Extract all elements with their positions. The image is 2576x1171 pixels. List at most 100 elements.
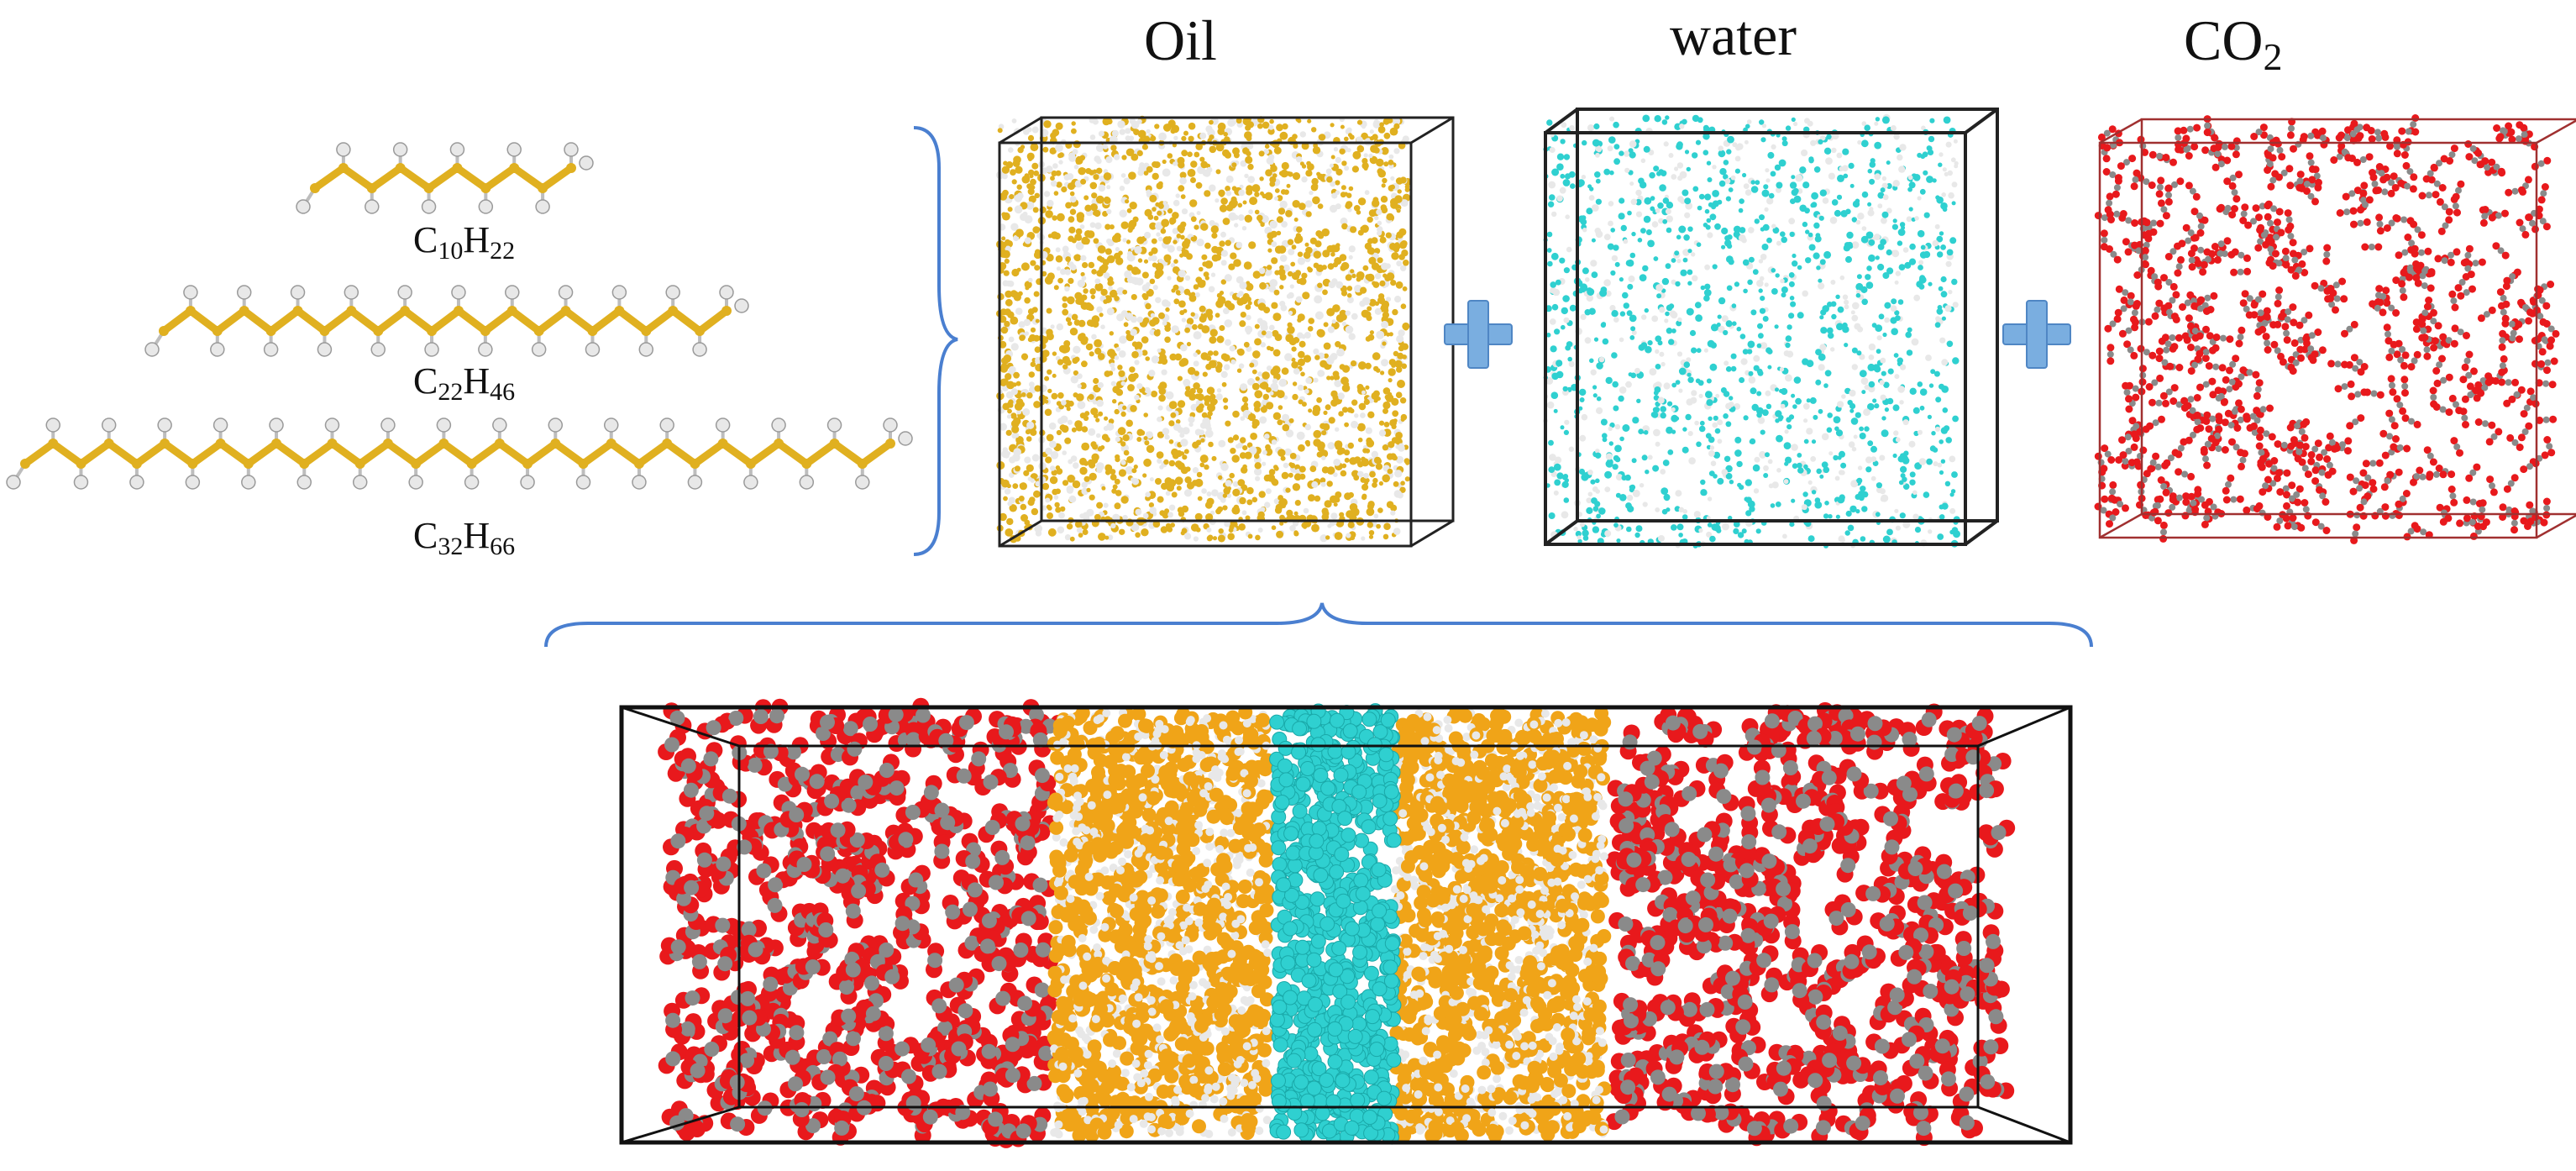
particle — [1395, 242, 1399, 246]
particle — [1739, 234, 1746, 242]
particle — [1885, 407, 1889, 412]
particle — [1011, 426, 1019, 433]
particle — [1349, 457, 1356, 465]
particle — [1209, 185, 1216, 192]
oxygen-atom — [2211, 134, 2218, 141]
particle — [1152, 355, 1159, 363]
particle — [1060, 424, 1067, 431]
particle — [1812, 202, 1818, 207]
particle — [1734, 226, 1741, 234]
particle — [1057, 527, 1065, 534]
particle — [1939, 470, 1944, 475]
particle — [1025, 173, 1030, 178]
particle — [1828, 514, 1832, 518]
oxygen-atom — [2122, 504, 2129, 512]
particle — [1382, 402, 1390, 409]
particle — [1860, 433, 1866, 439]
particle — [1851, 417, 1859, 425]
particle — [1696, 442, 1702, 448]
particle — [1842, 149, 1849, 155]
hydrogen-atom — [533, 343, 546, 356]
particle — [1866, 281, 1874, 289]
carbon-atom — [2436, 361, 2442, 368]
particle — [1272, 330, 1278, 337]
hydrogen-atom — [325, 418, 338, 432]
particle — [1299, 341, 1306, 348]
particle — [1687, 281, 1692, 286]
particle — [1831, 314, 1836, 319]
particle — [1212, 255, 1220, 262]
particle — [1827, 412, 1833, 418]
particle — [1381, 263, 1388, 270]
particle — [1115, 437, 1120, 442]
particle — [1004, 354, 1012, 363]
particle — [1201, 488, 1207, 494]
oxygen-atom — [2551, 358, 2558, 365]
particle — [1009, 497, 1015, 504]
particle — [1840, 210, 1848, 218]
particle — [1818, 139, 1823, 144]
particle — [1947, 249, 1954, 256]
particle — [1405, 461, 1409, 465]
particle — [1767, 152, 1774, 159]
particle — [1606, 454, 1613, 460]
particle — [1089, 288, 1096, 295]
particle — [1734, 437, 1741, 444]
particle — [1021, 392, 1026, 397]
hydrogen-atom — [452, 286, 465, 299]
particle — [1863, 408, 1870, 416]
particle — [1570, 183, 1576, 189]
particle — [1731, 176, 1736, 181]
carbon-atom — [454, 306, 464, 316]
particle — [1298, 202, 1306, 210]
particle — [1212, 456, 1217, 461]
particle — [1015, 205, 1023, 213]
particle — [1140, 430, 1145, 435]
carbon-atom — [561, 306, 571, 316]
particle — [1780, 231, 1786, 237]
particle — [1835, 295, 1839, 299]
particle — [1272, 312, 1281, 321]
particle — [1808, 480, 1813, 485]
particle — [1561, 425, 1565, 429]
particle — [1306, 211, 1312, 217]
particle — [1694, 421, 1699, 426]
particle — [1268, 125, 1273, 130]
particle — [1953, 302, 1959, 307]
particle — [1361, 484, 1368, 491]
particle — [1913, 295, 1920, 302]
particle — [1220, 497, 1226, 503]
hydrogen-atom — [493, 418, 506, 432]
particle — [1713, 474, 1718, 479]
particle — [1622, 424, 1629, 432]
particle — [1840, 276, 1845, 281]
particle — [1072, 428, 1077, 433]
particle — [1188, 393, 1196, 401]
particle — [1729, 402, 1734, 407]
particle — [1194, 536, 1199, 541]
particle — [1047, 308, 1052, 314]
oxygen-atom — [2343, 193, 2350, 201]
particle — [1350, 511, 1355, 516]
particle — [1068, 261, 1074, 267]
particle — [1081, 360, 1088, 367]
particle — [1603, 279, 1611, 286]
particle — [1293, 381, 1297, 386]
particle — [1351, 313, 1358, 320]
particle — [1760, 308, 1765, 314]
particle — [1760, 137, 1765, 142]
carbon-atom — [411, 459, 421, 469]
particle — [1269, 119, 1274, 124]
particle — [1664, 496, 1670, 501]
particle — [1007, 414, 1011, 418]
particle — [1242, 510, 1247, 515]
particle — [1083, 529, 1089, 535]
particle — [1230, 119, 1236, 125]
particle — [1762, 123, 1766, 128]
particle — [1867, 202, 1871, 207]
particle — [1681, 190, 1688, 197]
particle — [1262, 371, 1270, 380]
particle — [1556, 196, 1563, 202]
particle — [1872, 398, 1876, 402]
particle — [1152, 318, 1159, 324]
